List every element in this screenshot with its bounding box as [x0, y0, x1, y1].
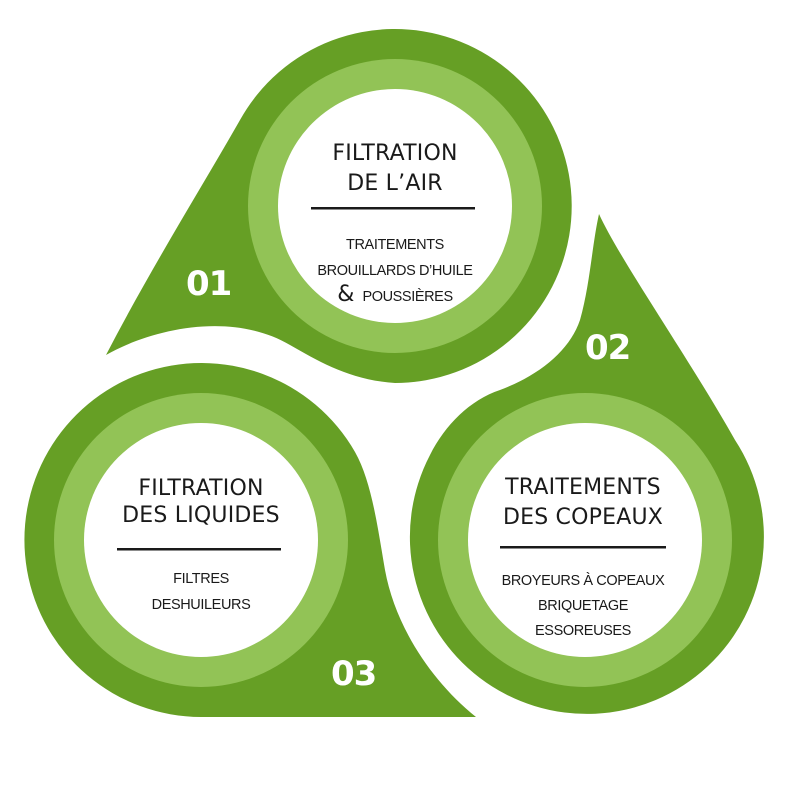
- detail-03-line-1: FILTRES: [173, 571, 229, 587]
- center-01: [278, 89, 512, 323]
- divider-03: [117, 548, 281, 551]
- detail-01-line-1: TRAITEMENTS: [346, 237, 444, 253]
- step-number-03: 03: [331, 654, 376, 694]
- title-03-line-1: FILTRATION: [138, 476, 263, 501]
- title-02-line-1: TRAITEMENTS: [504, 475, 661, 500]
- title-03-line-2: DES LIQUIDES: [122, 503, 280, 528]
- step-number-02: 02: [585, 328, 630, 368]
- center-03: [84, 423, 318, 657]
- detail-01-line-2: BROUILLARDS D’HUILE: [317, 263, 473, 279]
- title-02-line-2: DES COPEAUX: [503, 505, 663, 530]
- segment-filtration-air: 01 FILTRATION DE L’AIR TRAITEMENTS BROUI…: [106, 29, 572, 383]
- detail-02-line-1: BROYEURS À COPEAUX: [502, 572, 666, 589]
- ampersand: &: [337, 282, 354, 307]
- detail-02-line-2: BRIQUETAGE: [538, 598, 629, 614]
- divider-01: [311, 207, 475, 210]
- detail-01-poussieres: POUSSIÈRES: [362, 288, 452, 305]
- title-01-line-2: DE L’AIR: [347, 171, 443, 196]
- detail-02-line-3: ESSOREUSES: [535, 623, 631, 639]
- center-02: [468, 423, 702, 657]
- title-01-line-1: FILTRATION: [332, 141, 457, 166]
- step-number-01: 01: [186, 264, 231, 304]
- detail-01-line-3: & POUSSIÈRES: [337, 282, 452, 307]
- segment-traitements-copeaux: 02 TRAITEMENTS DES COPEAUX BROYEURS À CO…: [409, 214, 764, 714]
- divider-02: [500, 546, 666, 549]
- segment-filtration-liquides: 03 FILTRATION DES LIQUIDES FILTRES DESHU…: [24, 363, 476, 717]
- detail-03-line-2: DESHUILEURS: [152, 597, 251, 613]
